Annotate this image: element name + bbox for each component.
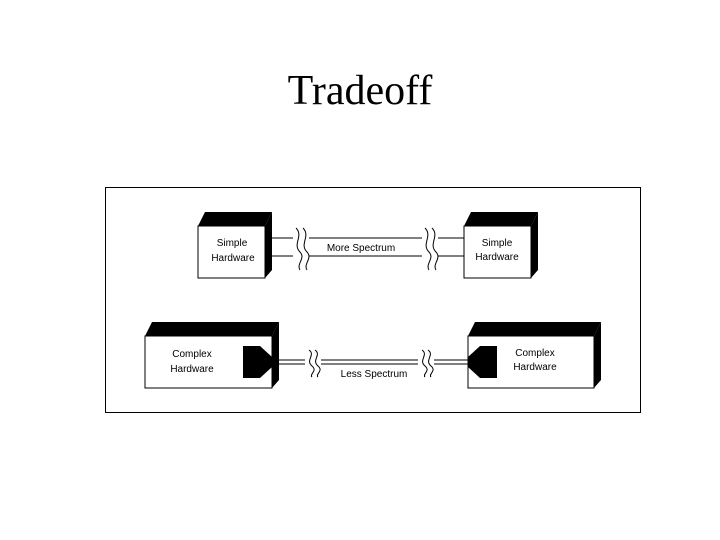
top-right-box-label-line2: Hardware bbox=[475, 252, 519, 263]
bottom-right-box-label-line1: Complex bbox=[515, 348, 554, 359]
bottom-left-connector-icon bbox=[243, 346, 272, 378]
top-left-box-front bbox=[197, 225, 266, 279]
bottom-left-box-top-face bbox=[145, 322, 279, 336]
bottom-right-box-side-face bbox=[594, 322, 601, 388]
slide-title: Tradeoff bbox=[287, 68, 433, 114]
top-left-box-label-line1: Simple bbox=[217, 238, 248, 249]
top-link-break-left-gap bbox=[293, 228, 309, 268]
top-link-break-left-curve-a bbox=[295, 227, 303, 271]
bottom-link-break-right-curve-a bbox=[421, 349, 428, 378]
top-left-box-label-line2: Hardware bbox=[211, 253, 255, 264]
top-link-label: More Spectrum bbox=[327, 243, 395, 254]
top-right-box-front bbox=[463, 225, 532, 279]
top-link-break-right-curve-b bbox=[431, 227, 439, 271]
top-right-box-label-line1: Simple bbox=[482, 238, 513, 249]
bottom-left-box-label-line2: Hardware bbox=[170, 364, 214, 375]
top-right-box: Simple Hardware bbox=[463, 212, 538, 279]
top-link-break-right-gap bbox=[422, 228, 438, 268]
bottom-link-break-right-curve-b bbox=[427, 349, 434, 378]
bottom-right-box-label-line2: Hardware bbox=[513, 362, 557, 373]
bottom-link-break-left-curve-a bbox=[308, 349, 315, 378]
bottom-link: Less Spectrum bbox=[272, 349, 468, 380]
top-left-box-top-face bbox=[198, 212, 272, 226]
top-left-box-side-face bbox=[265, 212, 272, 278]
bottom-link-label: Less Spectrum bbox=[341, 369, 408, 380]
top-left-box: Simple Hardware bbox=[197, 212, 272, 279]
top-right-box-top-face bbox=[464, 212, 538, 226]
top-link-break-left-curve-b bbox=[302, 227, 310, 271]
bottom-left-box-label-line1: Complex bbox=[172, 349, 211, 360]
bottom-left-box: Complex Hardware bbox=[144, 322, 279, 389]
bottom-right-connector-icon bbox=[468, 346, 497, 378]
bottom-right-box: Complex Hardware bbox=[467, 322, 601, 389]
bottom-left-box-side-face bbox=[272, 322, 279, 388]
bottom-link-break-left-curve-b bbox=[314, 349, 321, 378]
bottom-right-box-top-face bbox=[468, 322, 601, 336]
top-right-box-side-face bbox=[531, 212, 538, 278]
top-link-break-right-curve-a bbox=[424, 227, 432, 271]
top-link: More Spectrum bbox=[265, 227, 464, 271]
